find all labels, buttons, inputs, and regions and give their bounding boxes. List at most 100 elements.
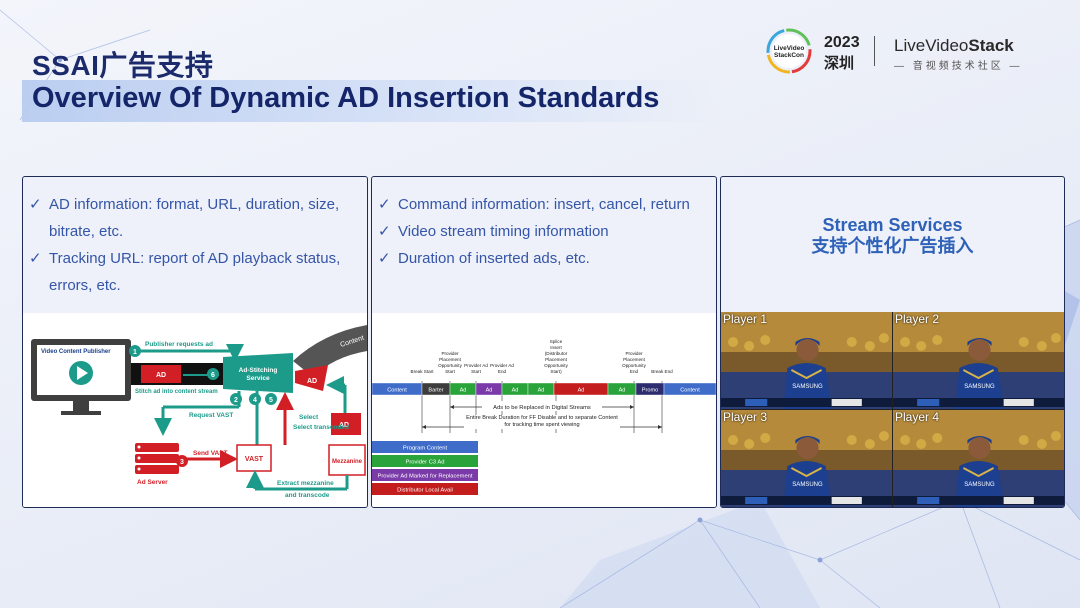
- bullet-item: ✓ Command information: insert, cancel, re…: [378, 191, 710, 218]
- brand-subtitle: — 音视频技术社区 —: [894, 61, 1023, 72]
- cricket-player-frame: SAMSUNG: [721, 312, 892, 409]
- player-tile: SAMSUNG Player 3: [721, 410, 892, 507]
- legend-label: Provider Ad Marked for Replacement: [377, 474, 472, 480]
- timeline-segment: [663, 382, 716, 396]
- check-icon: ✓: [29, 196, 42, 213]
- vast-box-label: VAST: [245, 456, 264, 463]
- svg-text:Ad-Stitching: Ad-Stitching: [239, 367, 278, 374]
- bullet-text: AD information: format, URL, duration, s…: [49, 196, 340, 240]
- badge-line1: LiveVideo: [774, 45, 805, 52]
- bullet-text: Tracking URL: report of AD playback stat…: [49, 250, 341, 294]
- mezzanine-box-label: Mezzanine: [332, 459, 363, 465]
- page-title-cn: SSAI广告支持: [32, 50, 214, 81]
- svg-text:4: 4: [253, 397, 257, 404]
- timeline-segment-label: Barter: [428, 388, 443, 394]
- legend-swatch: [372, 455, 478, 467]
- timeline-segment-label: Ad: [619, 388, 626, 394]
- legend-label: Program Content: [403, 446, 448, 452]
- svg-text:SAMSUNG: SAMSUNG: [964, 384, 995, 390]
- svg-text:SAMSUNG: SAMSUNG: [964, 482, 995, 488]
- replaced-label: Ads to be Replaced in Digital Streams: [493, 405, 591, 411]
- timeline-segment-label: Ad: [512, 388, 519, 394]
- publisher-box-label: Video Content Publisher: [41, 349, 111, 355]
- svg-text:1: 1: [133, 349, 137, 356]
- bullet-item: ✓ Video stream timing information: [378, 218, 710, 245]
- player-tile: SAMSUNG Player 2: [893, 312, 1064, 409]
- svg-text:AD: AD: [156, 372, 166, 379]
- check-icon: ✓: [378, 223, 391, 240]
- svg-text:Extract mezzanine: Extract mezzanine: [277, 480, 334, 487]
- svg-text:AD: AD: [339, 422, 349, 429]
- logo-city: 深圳: [824, 55, 855, 72]
- bullet-item: ✓Duration of inserted ads, etc.: [378, 245, 710, 272]
- break-duration-label: Entire Break Duration for FF Disable and…: [464, 415, 620, 429]
- timeline-segment-label: Ad: [460, 388, 467, 394]
- svg-text:Select: Select: [299, 414, 319, 421]
- vast-bullet-list: ✓ AD information: format, URL, duration, …: [29, 191, 361, 299]
- bullet-text: Video stream timing information: [398, 223, 609, 240]
- logo-separator: [874, 36, 875, 66]
- brand-prefix: L: [894, 36, 904, 55]
- timeline-segment-label: Content: [680, 388, 700, 394]
- svg-text:3: 3: [180, 459, 184, 466]
- stream-services-title: Stream Services 支持个性化广告插入: [721, 215, 1064, 257]
- scte-bullet-list: ✓ Command information: insert, cancel, re…: [378, 191, 710, 272]
- legend-swatch: [372, 483, 478, 495]
- ad-stitching-diagram: Content Video Content Publisher 1 Publis…: [23, 313, 367, 507]
- panel-scte35: ✓ Command information: insert, cancel, re…: [371, 176, 717, 508]
- timeline-segment-label: Promo: [642, 388, 658, 394]
- player-tile: SAMSUNG Player 1: [721, 312, 892, 409]
- badge-line2: StackCon: [774, 52, 804, 59]
- stream-services-title-cn: 支持个性化广告插入: [811, 236, 974, 256]
- timeline-marker-label: Break End: [651, 369, 673, 374]
- ad-server-icon: [135, 443, 179, 474]
- bullet-text: Command information: insert, cancel, ret…: [398, 196, 690, 213]
- player-label: Player 1: [723, 312, 768, 326]
- panel-stream-services: Stream Services 支持个性化广告插入 SAMSUNG Player…: [720, 176, 1065, 508]
- title-highlight-band: [22, 80, 722, 122]
- legend-swatch: [372, 469, 478, 481]
- content-stream-band: [293, 325, 367, 377]
- cricket-player-frame: SAMSUNG: [893, 312, 1064, 409]
- bullet-item: ✓ AD information: format, URL, duration, …: [29, 191, 361, 245]
- page-title-en: Overview Of Dynamic AD Insertion Standar…: [32, 82, 660, 114]
- brand-suffix: Stack: [968, 36, 1014, 55]
- stream-services-title-en: Stream Services: [822, 215, 963, 235]
- svg-text:6: 6: [211, 372, 215, 379]
- legend-label: Provider C3 Ad: [406, 460, 445, 466]
- svg-text:SAMSUNG: SAMSUNG: [792, 482, 823, 488]
- ad-stitching-service-shape: [223, 353, 293, 393]
- select-transcoded-label: Select transcoded: [293, 424, 349, 431]
- conference-logo: LiveVideo StackCon 2023 深圳 LiveVideoStac…: [766, 26, 1066, 76]
- step1-label: Publisher requests ad: [145, 341, 213, 348]
- send-vast-label: Send VAST: [193, 450, 228, 457]
- check-icon: ✓: [378, 196, 391, 213]
- svg-text:Service: Service: [246, 375, 270, 382]
- step6-label: Stitch ad into content stream: [135, 389, 218, 395]
- panel-vast: ✓ AD information: format, URL, duration, …: [22, 176, 368, 508]
- svg-text:and transcode: and transcode: [285, 492, 330, 499]
- timeline-marker-label: Break Start: [411, 369, 435, 374]
- cricket-player-frame: SAMSUNG: [721, 410, 892, 507]
- check-icon: ✓: [378, 250, 391, 267]
- legend-swatch: [372, 441, 478, 453]
- ad-server-label: Ad Server: [137, 479, 168, 486]
- cricket-player-frame: SAMSUNG: [893, 410, 1064, 507]
- check-icon: ✓: [29, 250, 42, 267]
- timeline-segment-label: Content: [387, 388, 407, 394]
- brand-mid: iveVideo: [903, 36, 969, 55]
- player-label: Player 3: [723, 410, 768, 424]
- svg-text:SAMSUNG: SAMSUNG: [792, 384, 823, 390]
- livevideostackcon-badge-icon: LiveVideo StackCon: [766, 28, 812, 74]
- svg-text:5: 5: [269, 397, 273, 404]
- legend-label: Distributor Local Avail: [397, 488, 453, 494]
- svg-text:2: 2: [234, 397, 238, 404]
- livevideostack-brand: LiveVideoStack: [894, 36, 1014, 56]
